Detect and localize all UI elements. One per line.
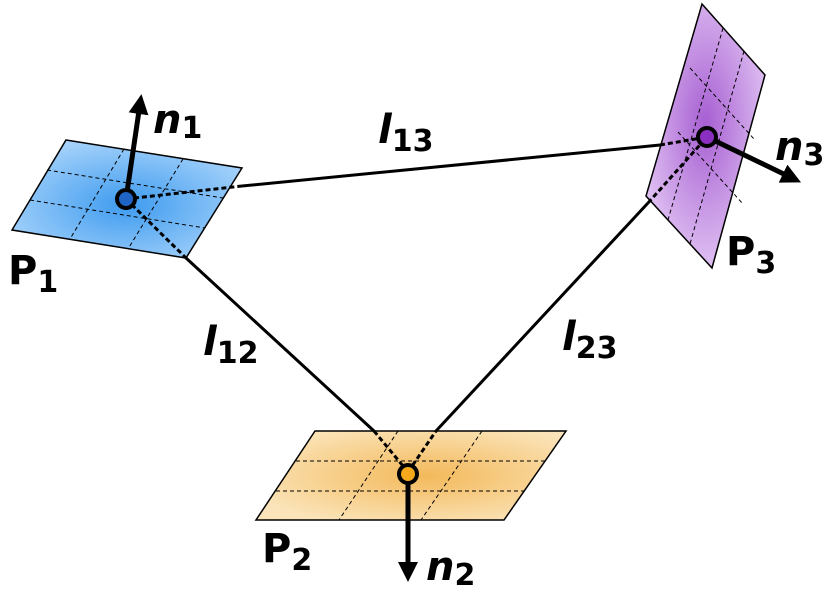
edge-l13-dashed (125, 184, 243, 201)
label-l12: l12 (203, 319, 258, 371)
label-l13: l13 (378, 107, 433, 159)
label-n2: n2 (426, 544, 475, 593)
label-n3: n3 (775, 124, 824, 173)
center-point-p1 (115, 188, 137, 210)
edge-l23-dashed (646, 136, 709, 204)
plane-p1-grid (29, 148, 224, 250)
label-p2: P2 (262, 526, 312, 578)
label-p1: P1 (8, 248, 58, 300)
edge-l12-dashed (124, 197, 188, 260)
center-point-p2 (397, 463, 419, 485)
label-l23: l23 (562, 314, 617, 366)
edge-l23-solid (434, 201, 650, 433)
center-point-p3 (696, 126, 718, 148)
edge-l12-solid (184, 256, 376, 433)
normal-n3-arrow (705, 134, 802, 183)
normals (123, 94, 802, 582)
label-p3: P3 (726, 229, 776, 281)
edge-l13-solid (241, 143, 661, 188)
normal-n1-arrow (123, 94, 149, 200)
label-n1: n1 (153, 97, 202, 146)
plane-p3-grid (667, 27, 755, 245)
